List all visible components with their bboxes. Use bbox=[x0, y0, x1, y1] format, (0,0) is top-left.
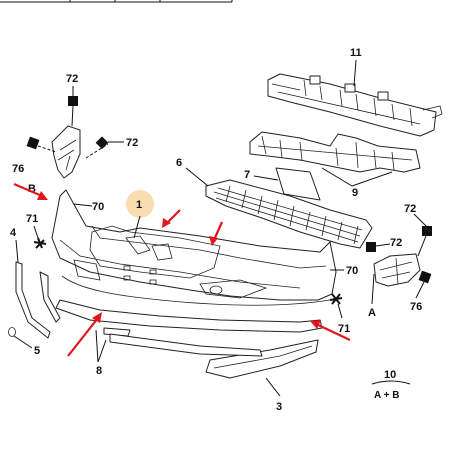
label-B: B bbox=[28, 183, 36, 195]
callout-1: 1 bbox=[126, 190, 154, 239]
label-9: 9 bbox=[352, 187, 358, 199]
label-76-left: 76 bbox=[12, 163, 24, 175]
right-square-76 bbox=[418, 270, 432, 284]
label-71-left: 71 bbox=[26, 213, 38, 225]
left-square-72b bbox=[95, 136, 109, 150]
label-71-right: 71 bbox=[338, 323, 350, 335]
label-7: 7 bbox=[244, 169, 250, 181]
right-square-72-top bbox=[422, 226, 432, 236]
part-1-bumper-cover bbox=[51, 189, 337, 306]
label-70-right: 70 bbox=[346, 265, 358, 277]
part-5-clip: 5 bbox=[8, 327, 40, 357]
label-10: 10 bbox=[384, 369, 396, 381]
fastener-star-right bbox=[329, 293, 343, 305]
callout-70-right: 70 bbox=[330, 265, 358, 277]
label-4: 4 bbox=[10, 227, 17, 239]
right-bracket: 72 72 76 A bbox=[366, 203, 432, 319]
label-70-left: 70 bbox=[92, 201, 104, 213]
label-72-topleft: 72 bbox=[66, 73, 78, 85]
label-A: A bbox=[368, 307, 376, 319]
part-7-plate: 7 bbox=[244, 167, 321, 201]
label-6: 6 bbox=[176, 157, 182, 169]
callout-71-right: 71 bbox=[329, 293, 350, 335]
table-fragment bbox=[0, 0, 233, 3]
part-4-side-trim: 4 bbox=[10, 227, 61, 339]
highlight-circle bbox=[126, 190, 154, 218]
callout-71-left: 71 bbox=[26, 213, 47, 249]
part-9-absorber: 9 bbox=[249, 131, 421, 199]
red-arrows bbox=[13, 182, 351, 357]
label-3: 3 bbox=[276, 401, 282, 413]
label-11: 11 bbox=[350, 47, 362, 59]
callout-70-left: 70 bbox=[73, 201, 104, 213]
label-72-right: 72 bbox=[390, 237, 402, 249]
part-6-grille: 6 bbox=[176, 157, 373, 249]
label-8: 8 bbox=[96, 365, 102, 377]
label-10-sub: A + B bbox=[374, 390, 399, 401]
right-square-72 bbox=[366, 242, 376, 252]
label-72-right-top: 72 bbox=[404, 203, 416, 215]
label-76-right: 76 bbox=[410, 301, 422, 313]
label-72-left: 72 bbox=[126, 137, 138, 149]
label-5: 5 bbox=[34, 345, 40, 357]
part-8-spoiler: 8 bbox=[55, 299, 323, 377]
label-1: 1 bbox=[136, 199, 142, 211]
part-3-lower-trim: 3 bbox=[205, 339, 319, 413]
part-11-reinforcement-beam: 11 bbox=[267, 47, 443, 137]
callout-10: 10 A + B bbox=[371, 369, 411, 401]
left-bracket: 72 76 72 B bbox=[12, 73, 138, 195]
left-square-72 bbox=[68, 96, 78, 106]
fastener-star-left bbox=[33, 237, 47, 249]
left-square-76 bbox=[26, 136, 40, 150]
